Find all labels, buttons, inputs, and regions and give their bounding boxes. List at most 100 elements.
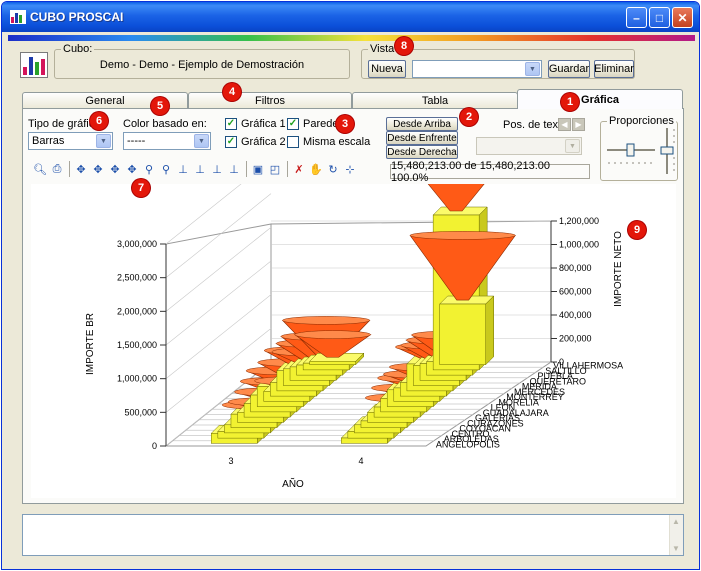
left-wall-grid-line	[165, 260, 272, 346]
x-tick-label: 4	[358, 456, 363, 466]
reset-icon[interactable]: ✗	[294, 163, 304, 176]
marker-4: 4	[223, 83, 241, 101]
move-left-icon[interactable]: ✥	[76, 163, 86, 176]
vista-legend: Vista	[368, 43, 397, 55]
view-3d-icon[interactable]: ▣	[252, 163, 264, 176]
depth-label: SALTILLO	[545, 366, 586, 376]
y-tick-label-left: 3,000,000	[117, 239, 157, 249]
title-bar[interactable]: CUBO PROSCAI – □ ✕	[2, 2, 699, 32]
chevron-down-icon[interactable]: ▼	[565, 139, 580, 153]
paredes-checkbox[interactable]: ✓ Paredes	[287, 118, 344, 130]
maximize-icon: □	[655, 10, 664, 25]
vista-select[interactable]: ▼	[412, 60, 542, 78]
marker-7: 7	[132, 179, 150, 197]
tipo-grafica-select[interactable]: Barras ▼	[28, 132, 113, 150]
eliminar-button[interactable]: Eliminar	[594, 60, 634, 78]
print-icon[interactable]: ⎙	[52, 162, 62, 175]
view-2d-icon[interactable]: ◰	[269, 163, 281, 176]
height-up-icon[interactable]: ⊥	[212, 163, 222, 176]
chevron-down-icon[interactable]: ▼	[96, 134, 111, 148]
tab-general[interactable]: General	[22, 92, 188, 108]
chevron-down-icon[interactable]: ▼	[525, 62, 540, 76]
minimize-icon: –	[633, 10, 640, 25]
tab-grafica-label: Gráfica	[581, 93, 619, 106]
bar-series1	[309, 361, 356, 365]
nueva-button[interactable]: Nueva	[368, 60, 406, 78]
check-icon[interactable]: ✓	[287, 118, 299, 130]
chevron-down-icon[interactable]: ▼	[194, 134, 209, 148]
status-box: 15,480,213.00 de 15,480,213.00 100.0%	[390, 160, 590, 184]
proporciones-group: Proporciones	[600, 115, 678, 181]
close-button[interactable]: ✕	[672, 7, 693, 28]
y-axis-label-right: IMPORTE NETO	[613, 231, 624, 307]
move-up-icon[interactable]: ✥	[110, 163, 120, 176]
x-axis-label: AÑO	[282, 477, 304, 490]
move-right-icon[interactable]: ✥	[93, 163, 103, 176]
check-icon[interactable]: ✓	[225, 118, 237, 130]
vertical-slider-thumb[interactable]	[660, 146, 674, 155]
y-tick-label-left: 500,000	[124, 407, 157, 417]
depth-out-icon[interactable]: ⊥	[195, 163, 205, 176]
misma-escala-checkbox[interactable]: Misma escala	[287, 136, 370, 148]
proporciones-sliders[interactable]	[601, 122, 677, 180]
message-memo[interactable]: ▲ ▼	[22, 514, 684, 556]
check-icon[interactable]: ✓	[225, 136, 237, 148]
scroll-up-icon[interactable]: ▲	[672, 517, 680, 526]
zoom-out-icon[interactable]: ⚲	[161, 163, 171, 176]
depth-label: CENTRO	[452, 429, 490, 439]
proporciones-legend: Proporciones	[607, 115, 676, 127]
pos-texto-select[interactable]: ▼	[476, 137, 582, 155]
hand-icon[interactable]: ✋	[309, 163, 323, 176]
left-wall-grid-line	[165, 294, 272, 379]
color-basado-select[interactable]: ----- ▼	[123, 132, 211, 150]
y-tick-label-left: 0	[152, 441, 157, 451]
bar-top-series2	[294, 330, 371, 339]
bar-side-series1	[485, 295, 494, 366]
grafica1-checkbox[interactable]: ✓ Gráfica 1	[225, 118, 286, 130]
preview-icon[interactable]: 🔍︎	[33, 163, 47, 176]
move-down-icon[interactable]: ✥	[127, 163, 137, 176]
app-icon	[10, 10, 26, 24]
maximize-button[interactable]: □	[649, 7, 670, 28]
horizontal-slider-thumb[interactable]	[626, 143, 635, 157]
unchecked-box[interactable]	[287, 136, 299, 148]
desde-arriba-button[interactable]: Desde Arriba	[386, 117, 458, 131]
tab-grafica[interactable]: Gráfica	[517, 89, 683, 109]
depth-label: MERCEDES	[514, 387, 565, 397]
height-down-icon[interactable]: ⊥	[229, 163, 239, 176]
guardar-button[interactable]: Guardar	[548, 60, 590, 78]
zoom-in-icon[interactable]: ⚲	[144, 163, 154, 176]
depth-label: GALERIAS	[475, 413, 520, 423]
desde-derecha-button[interactable]: Desde Derecha	[386, 145, 458, 159]
arrow-left-icon[interactable]: ◀	[558, 118, 571, 131]
grafica2-checkbox[interactable]: ✓ Gráfica 2	[225, 136, 286, 148]
tab-tabla[interactable]: Tabla	[352, 92, 518, 108]
depth-label: MONTERREY	[506, 392, 564, 402]
depth-label: CURAZONES	[467, 418, 524, 428]
depth-label: PUEBLA	[537, 371, 573, 381]
depth-in-icon[interactable]: ⊥	[178, 163, 188, 176]
cube-chart-icon	[20, 52, 48, 78]
rotate-icon[interactable]: ↻	[328, 163, 338, 176]
desde-enfrente-button[interactable]: Desde Enfrente	[386, 131, 458, 145]
left-wall-grid-line	[165, 328, 272, 413]
memo-scrollbar[interactable]: ▲ ▼	[669, 515, 683, 555]
scroll-down-icon[interactable]: ▼	[672, 544, 680, 553]
y-tick-label-right: 1,200,000	[559, 216, 599, 226]
axes-icon[interactable]: ⊹	[345, 163, 355, 176]
minimize-button[interactable]: –	[626, 7, 647, 28]
tab-filtros[interactable]: Filtros	[188, 92, 352, 108]
vista-group: Vista	[361, 43, 635, 79]
marker-6: 6	[90, 112, 108, 130]
depth-label: LEÓN	[491, 403, 516, 413]
tipo-grafica-label: Tipo de gráfica:	[28, 118, 104, 130]
y-tick-label-right: 1,000,000	[559, 240, 599, 250]
misma-escala-label: Misma escala	[303, 136, 371, 148]
arrow-right-icon[interactable]: ▶	[572, 118, 585, 131]
y-tick-label-right: 200,000	[559, 334, 592, 344]
depth-label: COYOACAN	[459, 424, 511, 434]
depth-label: ANGELOPOLIS	[436, 439, 500, 449]
left-wall-grid-line	[165, 193, 272, 278]
pos-texto-label: Pos. de texto:	[503, 119, 571, 131]
